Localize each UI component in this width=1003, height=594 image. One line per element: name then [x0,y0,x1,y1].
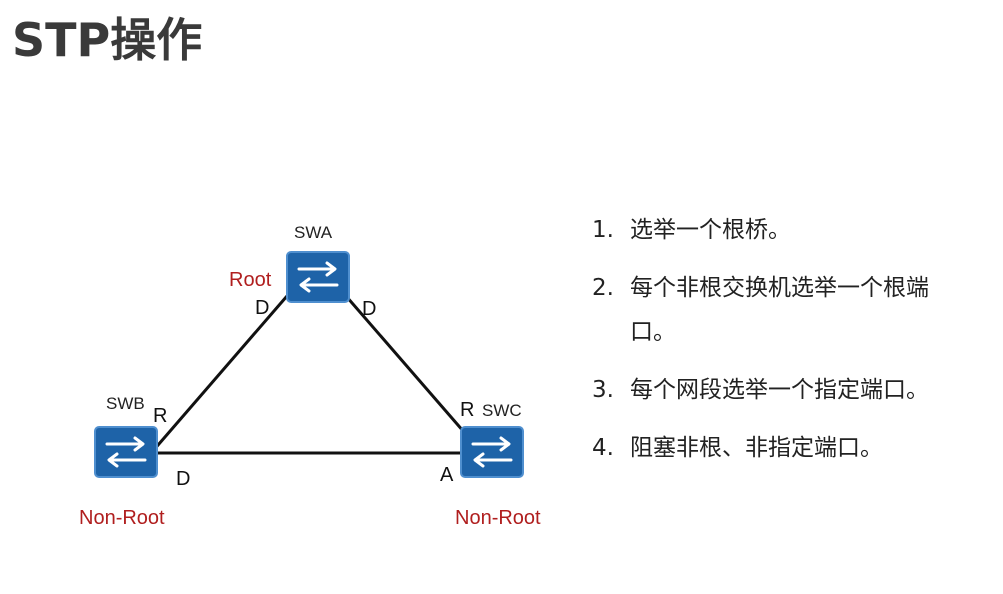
switch-swc[interactable] [460,426,524,478]
page-title: STP操作 [12,13,203,67]
step-number: 1. [592,217,614,243]
role-label-swa: Root [229,269,272,291]
list-item: 3. 每个网段选举一个指定端口。 [592,368,992,412]
switch-swb[interactable] [94,426,158,478]
step-number: 3. [592,377,614,403]
link-swa-swb [150,295,289,453]
list-item: 1. 选举一个根桥。 [592,208,992,252]
role-label-swc: Non-Root [455,507,541,529]
list-item: 2. 每个非根交换机选举一个根端口。 [592,266,992,354]
step-text: 阻塞非根、非指定端口。 [630,435,883,461]
port-label-swc-top: R [460,399,474,421]
switch-name-swb: SWB [106,394,145,413]
port-label-swc-bottom: A [440,464,454,486]
switch-icon [286,251,350,303]
stp-topology-diagram: SWA SWB SWC Root Non-Root Non-Root D D R… [79,223,541,529]
step-text: 每个网段选举一个指定端口。 [630,377,929,403]
port-label-swa-right: D [362,298,376,320]
list-item: 4. 阻塞非根、非指定端口。 [592,426,992,470]
step-text: 选举一个根桥。 [630,217,791,243]
switch-name-swc: SWC [482,401,522,420]
switch-icon [94,426,158,478]
switch-icon [460,426,524,478]
step-number: 4. [592,435,614,461]
role-label-swb: Non-Root [79,507,165,529]
step-text: 每个非根交换机选举一个根端口。 [630,275,929,345]
link-swa-swc [344,295,466,433]
switch-name-swa: SWA [294,223,333,242]
step-number: 2. [592,275,614,301]
port-label-swa-left: D [255,297,269,319]
port-label-swb-bottom: D [176,468,190,490]
switch-swa[interactable] [286,251,350,303]
port-label-swb-top: R [153,405,167,427]
stp-steps-list: 1. 选举一个根桥。 2. 每个非根交换机选举一个根端口。 3. 每个网段选举一… [592,208,992,484]
